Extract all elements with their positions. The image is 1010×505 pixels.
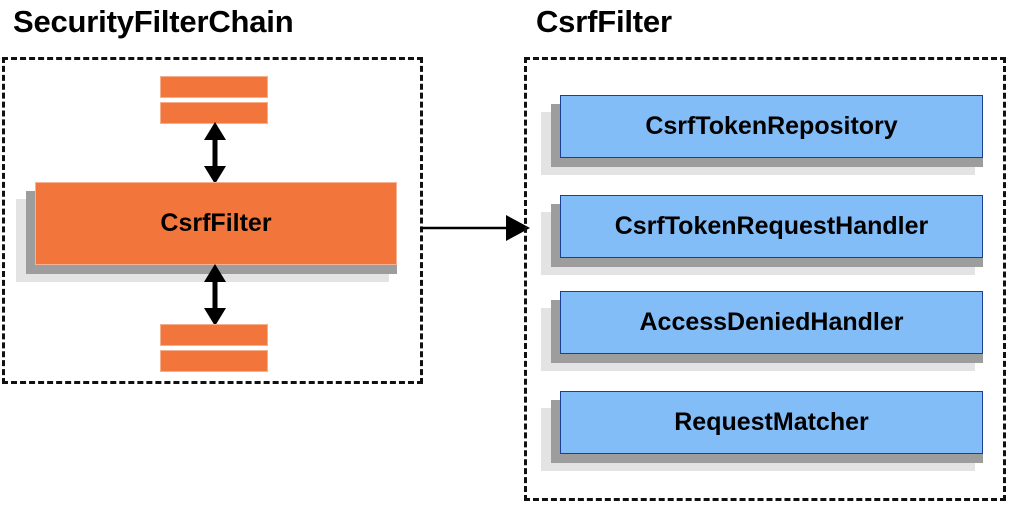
connector-arrow-icon <box>420 215 530 241</box>
security-filter-chain-panel <box>2 57 423 384</box>
csrf-filter-box[interactable]: CsrfFilter <box>16 182 397 282</box>
collaborator-card-face: AccessDeniedHandler <box>560 291 983 354</box>
panel-title-csrf-filter: CsrfFilter <box>536 4 672 39</box>
collaborator-card-label: CsrfTokenRepository <box>645 112 898 140</box>
collaborator-card-access-denied-handler[interactable]: AccessDeniedHandler <box>541 291 983 371</box>
arrow-top-double-headed-icon <box>204 122 226 184</box>
csrf-filter-box-face: CsrfFilter <box>35 182 397 265</box>
collaborator-card-face: RequestMatcher <box>560 391 983 454</box>
collaborator-card-request-matcher[interactable]: RequestMatcher <box>541 391 983 471</box>
collaborator-card-face: CsrfTokenRepository <box>560 95 983 158</box>
panel-title-security-filter-chain: SecurityFilterChain <box>13 4 294 39</box>
collaborator-card-face: CsrfTokenRequestHandler <box>560 195 983 258</box>
filter-stub-bar-top-2 <box>160 102 268 124</box>
collaborator-card-csrf-token-repository[interactable]: CsrfTokenRepository <box>541 95 983 175</box>
csrf-filter-collaborators-panel <box>524 57 1006 501</box>
csrf-filter-box-label: CsrfFilter <box>160 209 272 237</box>
collaborator-card-label: CsrfTokenRequestHandler <box>614 212 929 240</box>
collaborator-card-label: AccessDeniedHandler <box>639 308 904 336</box>
collaborator-card-csrf-token-request-handler[interactable]: CsrfTokenRequestHandler <box>541 195 983 275</box>
filter-stub-bar-bottom-2 <box>160 350 268 372</box>
filter-stub-bar-top-1 <box>160 76 268 98</box>
collaborator-card-label: RequestMatcher <box>674 408 869 436</box>
arrow-bottom-double-headed-icon <box>204 264 226 326</box>
filter-stub-bar-bottom-1 <box>160 324 268 346</box>
